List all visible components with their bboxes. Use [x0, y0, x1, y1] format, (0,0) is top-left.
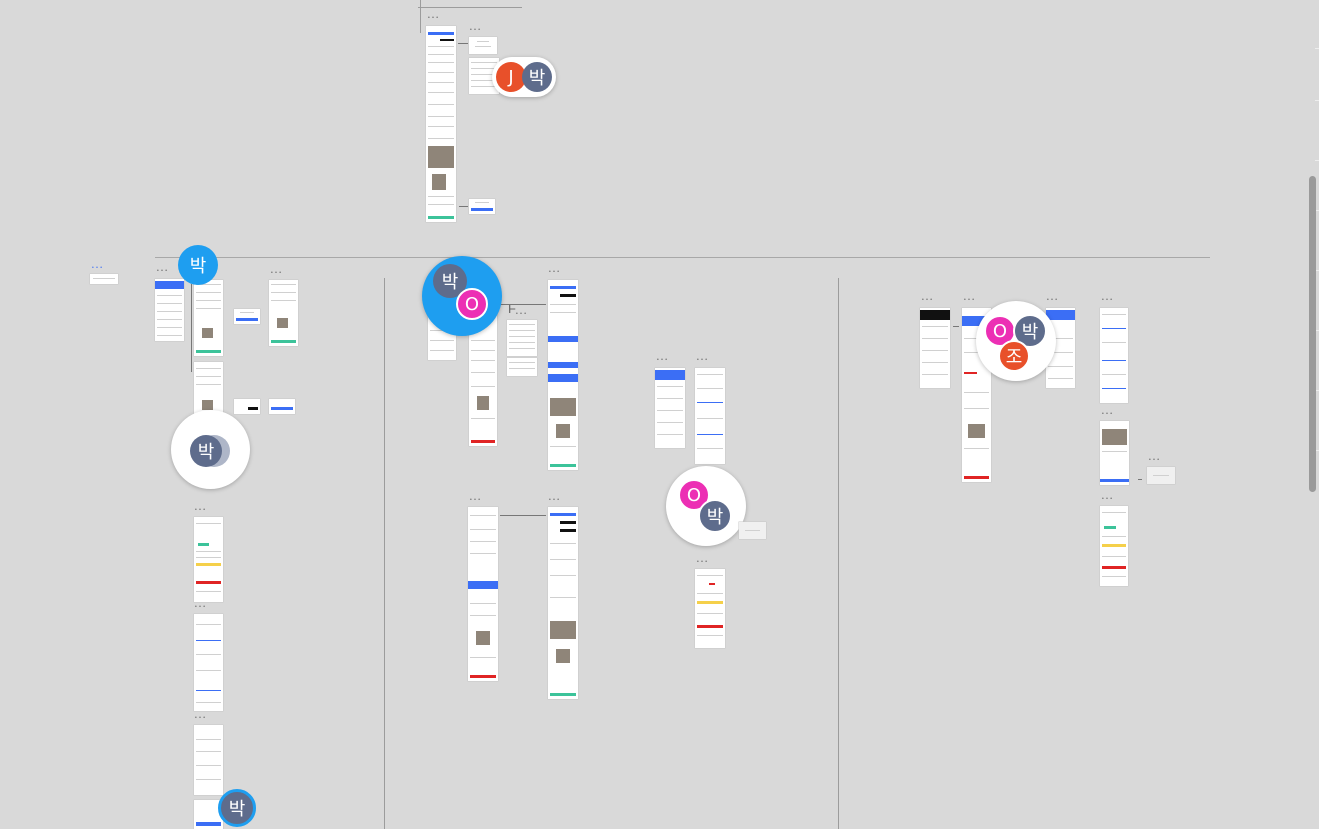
screen-frame[interactable]: [1100, 308, 1128, 403]
frame-label: • • •: [195, 507, 206, 513]
frame-label: • • •: [1149, 457, 1160, 463]
popup-frame[interactable]: [469, 199, 495, 214]
frame-label: • • •: [697, 357, 708, 363]
popup-frame[interactable]: [234, 309, 260, 324]
frame-label: • • •: [549, 269, 560, 275]
frame-label: • • •: [516, 311, 527, 317]
popup-frame[interactable]: [739, 522, 766, 539]
collaborator-avatar[interactable]: J: [496, 62, 526, 92]
screen-frame[interactable]: [194, 517, 223, 602]
popup-frame[interactable]: [1147, 467, 1175, 484]
popup-frame[interactable]: [269, 399, 295, 414]
frame-label: • • •: [1102, 411, 1113, 417]
screen-frame[interactable]: [194, 280, 223, 356]
frame-connector-top: [420, 0, 421, 33]
collaborator-avatar[interactable]: 박: [698, 499, 732, 533]
flow-arrow: [953, 326, 959, 327]
frame-label: • • •: [92, 265, 103, 271]
screen-frame[interactable]: [194, 362, 223, 416]
screen-frame[interactable]: [695, 569, 725, 648]
screen-frame[interactable]: [655, 368, 685, 448]
screen-frame[interactable]: [426, 26, 456, 222]
flow-connector: [191, 284, 192, 372]
frame-label: • • •: [157, 268, 168, 274]
flow-arrow: [458, 43, 468, 44]
popup-frame[interactable]: [234, 399, 260, 414]
frame-label: • • •: [549, 497, 560, 503]
flow-arrow: [1138, 479, 1142, 480]
section-divider: [155, 257, 1210, 258]
flow-arrow: [459, 206, 468, 207]
screen-frame[interactable]: [194, 725, 223, 795]
frame-label: • • •: [271, 270, 282, 276]
list-frame[interactable]: [507, 320, 537, 356]
vertical-scrollbar[interactable]: [1305, 0, 1319, 829]
screen-frame[interactable]: [1100, 506, 1128, 586]
collaborator-avatar[interactable]: O: [456, 288, 488, 320]
frame-label: • • •: [697, 559, 708, 565]
list-frame[interactable]: [507, 358, 537, 376]
collaborator-avatar[interactable]: O: [984, 315, 1016, 347]
frame-label: • • •: [470, 497, 481, 503]
screen-frame[interactable]: [269, 280, 298, 346]
screen-frame[interactable]: [695, 368, 725, 464]
column-divider-2: [838, 278, 839, 829]
collaborator-avatar[interactable]: 조: [998, 340, 1030, 372]
collaborator-avatar[interactable]: 박: [218, 789, 256, 827]
screen-frame[interactable]: [548, 280, 578, 470]
frame-label: • • •: [964, 297, 975, 303]
flow-arrow: [498, 304, 546, 305]
frame-label: • • •: [428, 15, 439, 21]
scrollbar-thumb[interactable]: [1309, 176, 1316, 492]
cursor-label: F: [508, 301, 516, 316]
screen-frame[interactable]: [155, 279, 184, 341]
frame-label: • • •: [1102, 496, 1113, 502]
frame-label: • • •: [1102, 297, 1113, 303]
frame-label: • • •: [195, 715, 206, 721]
frame-label: • • •: [922, 297, 933, 303]
flow-arrow: [500, 515, 546, 516]
collaborator-avatar[interactable]: 박: [178, 245, 218, 285]
column-divider-1: [384, 278, 385, 829]
screen-frame[interactable]: [1100, 421, 1129, 485]
section-divider-top: [418, 7, 522, 8]
frame-label: • • •: [195, 604, 206, 610]
collaborator-avatar[interactable]: 박: [522, 62, 552, 92]
collaborator-avatar[interactable]: 박: [190, 435, 222, 467]
screen-frame[interactable]: [920, 308, 950, 388]
frame-label: • • •: [1047, 297, 1058, 303]
screen-frame[interactable]: [468, 507, 498, 681]
collaborator-avatar[interactable]: 박: [1013, 314, 1047, 348]
frame-label: • • •: [470, 27, 481, 33]
dialog-frame[interactable]: [469, 37, 497, 54]
screen-frame[interactable]: [548, 507, 578, 699]
screen-frame[interactable]: [194, 614, 223, 711]
mini-frame[interactable]: [90, 274, 118, 284]
frame-label: • • •: [657, 357, 668, 363]
